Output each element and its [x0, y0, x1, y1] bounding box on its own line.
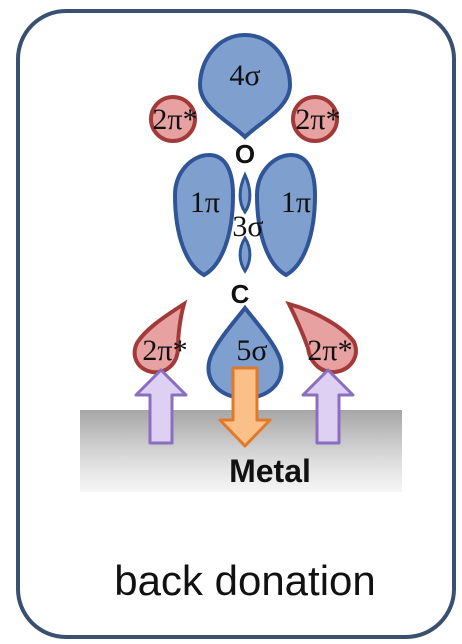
diagram-caption: back donation — [114, 557, 376, 604]
metal-label: Metal — [229, 453, 311, 489]
orbital-3sigma-lower-lobe — [238, 235, 252, 274]
orbital-2pi-star-c-right-label: 2π* — [307, 334, 352, 367]
orbital-1pi-left-label: 1π — [190, 186, 220, 219]
orbital-2pi-star-o-left — [149, 95, 197, 143]
orbital-2pi-star-c-left-label: 2π* — [142, 334, 187, 367]
sigma-donation-arrow — [218, 366, 272, 448]
orbital-2pi-star-o-left-label: 2π* — [152, 103, 197, 136]
orbital-3sigma-label: 3σ — [232, 210, 263, 243]
back-donation-arrow-left — [134, 368, 188, 445]
orbital-2pi-star-c-left-lobe — [132, 299, 188, 375]
back-donation-arrow-right — [301, 368, 355, 445]
orbital-5sigma-label: 5σ — [236, 334, 267, 367]
carbon-atom-label: C — [231, 279, 250, 309]
orbital-4sigma-label: 4σ — [229, 59, 260, 92]
orbital-4sigma-lobe — [197, 32, 293, 140]
orbital-2pi-star-c-right-lobe — [285, 300, 358, 375]
orbital-1pi-right-label: 1π — [281, 186, 311, 219]
orbital-1pi-right-lobe — [254, 152, 318, 278]
orbital-3sigma-upper-lobe — [238, 171, 252, 215]
oxygen-atom-label: O — [235, 139, 255, 169]
orbital-1pi-left-lobe — [172, 152, 236, 278]
orbital-2pi-star-o-right-label: 2π* — [295, 103, 340, 136]
orbital-2pi-star-o-right — [291, 95, 339, 143]
